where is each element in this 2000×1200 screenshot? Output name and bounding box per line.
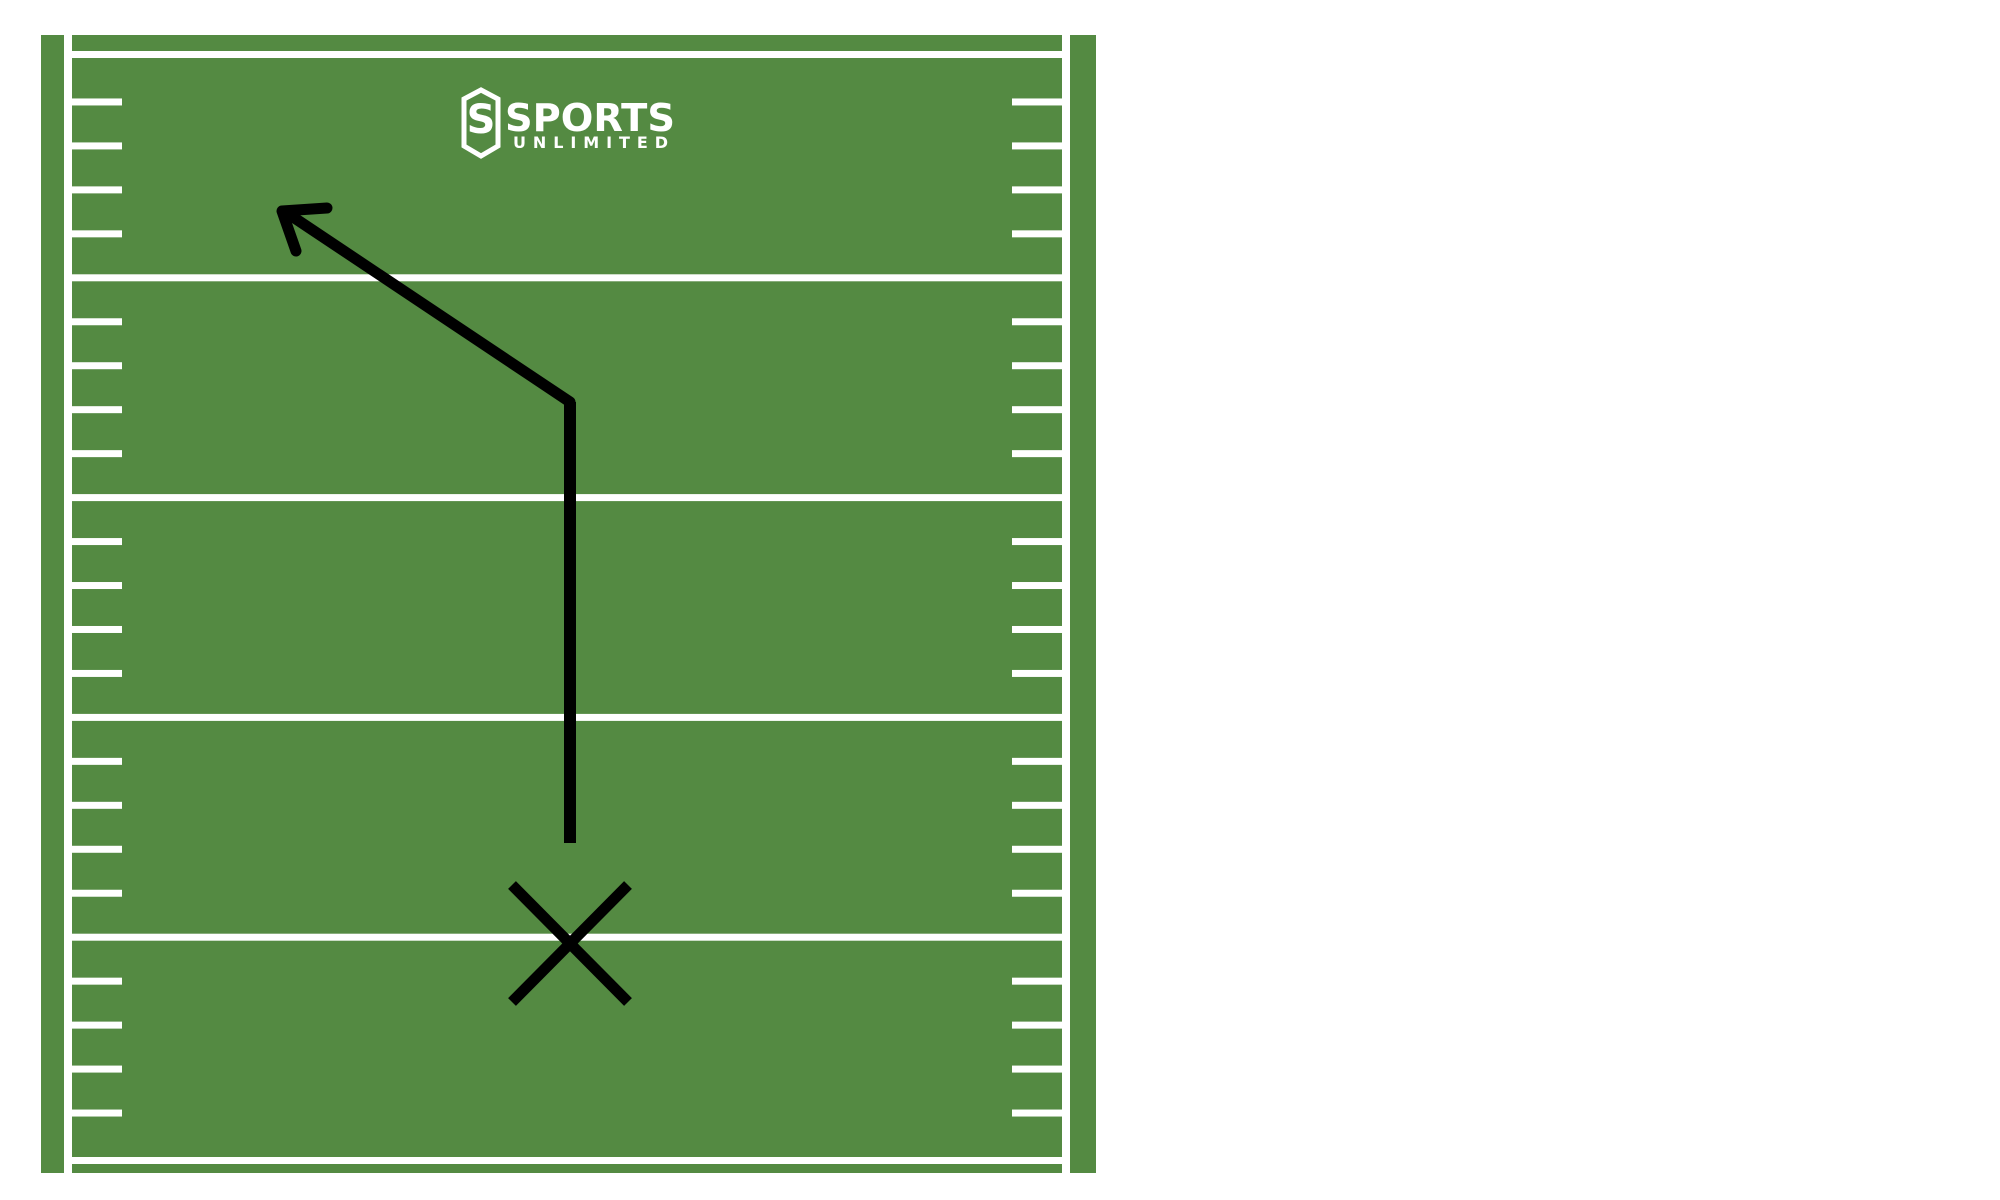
left-sideline: [64, 35, 72, 1173]
left-hash-mark: [72, 318, 122, 326]
right-hash-mark: [1012, 362, 1062, 370]
right-hash-mark: [1012, 669, 1062, 677]
right-hash-mark: [1012, 1065, 1062, 1073]
logo-tagline: UNLIMITED: [513, 133, 668, 152]
right-hash-mark: [1012, 1021, 1062, 1029]
left-hash-mark: [72, 625, 122, 633]
left-hash-mark: [72, 98, 122, 106]
right-hash-mark: [1012, 450, 1062, 458]
right-hash-mark: [1012, 582, 1062, 590]
left-hash-mark: [72, 757, 122, 765]
logo-emblem-letter: S: [467, 97, 496, 143]
left-hash-mark: [72, 186, 122, 194]
left-hash-mark: [72, 538, 122, 546]
left-hash-mark: [72, 889, 122, 897]
left-hash-mark: [72, 230, 122, 238]
route-break: [284, 209, 576, 408]
player-x-marker: [508, 881, 632, 1006]
right-hash-mark: [1012, 98, 1062, 106]
logo-shield-icon: [461, 87, 501, 159]
right-hash-mark: [1012, 406, 1062, 414]
right-hash-mark: [1012, 801, 1062, 809]
left-hash-mark: [72, 801, 122, 809]
left-hash-mark: [72, 406, 122, 414]
left-hash-mark: [72, 845, 122, 853]
right-hash-mark: [1012, 318, 1062, 326]
hash-marks: [72, 98, 1062, 1117]
left-hash-mark: [72, 1065, 122, 1073]
left-hash-mark: [72, 977, 122, 985]
yard-line: [72, 274, 1062, 282]
left-hash-mark: [72, 450, 122, 458]
left-hash-mark: [72, 582, 122, 590]
logo-wordmark: SPORTS: [505, 96, 675, 140]
right-hash-mark: [1012, 538, 1062, 546]
right-hash-mark: [1012, 757, 1062, 765]
right-sideline: [1062, 35, 1070, 1173]
top-end-line: [72, 51, 1062, 58]
right-hash-mark: [1012, 230, 1062, 238]
left-hash-mark: [72, 142, 122, 150]
left-hash-mark: [72, 1021, 122, 1029]
left-hash-mark: [72, 362, 122, 370]
right-hash-mark: [1012, 1109, 1062, 1117]
right-hash-mark: [1012, 889, 1062, 897]
left-hash-mark: [72, 1109, 122, 1117]
sports-unlimited-logo: S SPORTS UNLIMITED: [461, 87, 675, 159]
route-arrowhead-icon: [276, 202, 333, 257]
right-hash-mark: [1012, 845, 1062, 853]
right-hash-mark: [1012, 977, 1062, 985]
right-hash-mark: [1012, 625, 1062, 633]
right-hash-mark: [1012, 186, 1062, 194]
right-hash-mark: [1012, 142, 1062, 150]
left-hash-mark: [72, 669, 122, 677]
bottom-end-line: [72, 1157, 1062, 1164]
